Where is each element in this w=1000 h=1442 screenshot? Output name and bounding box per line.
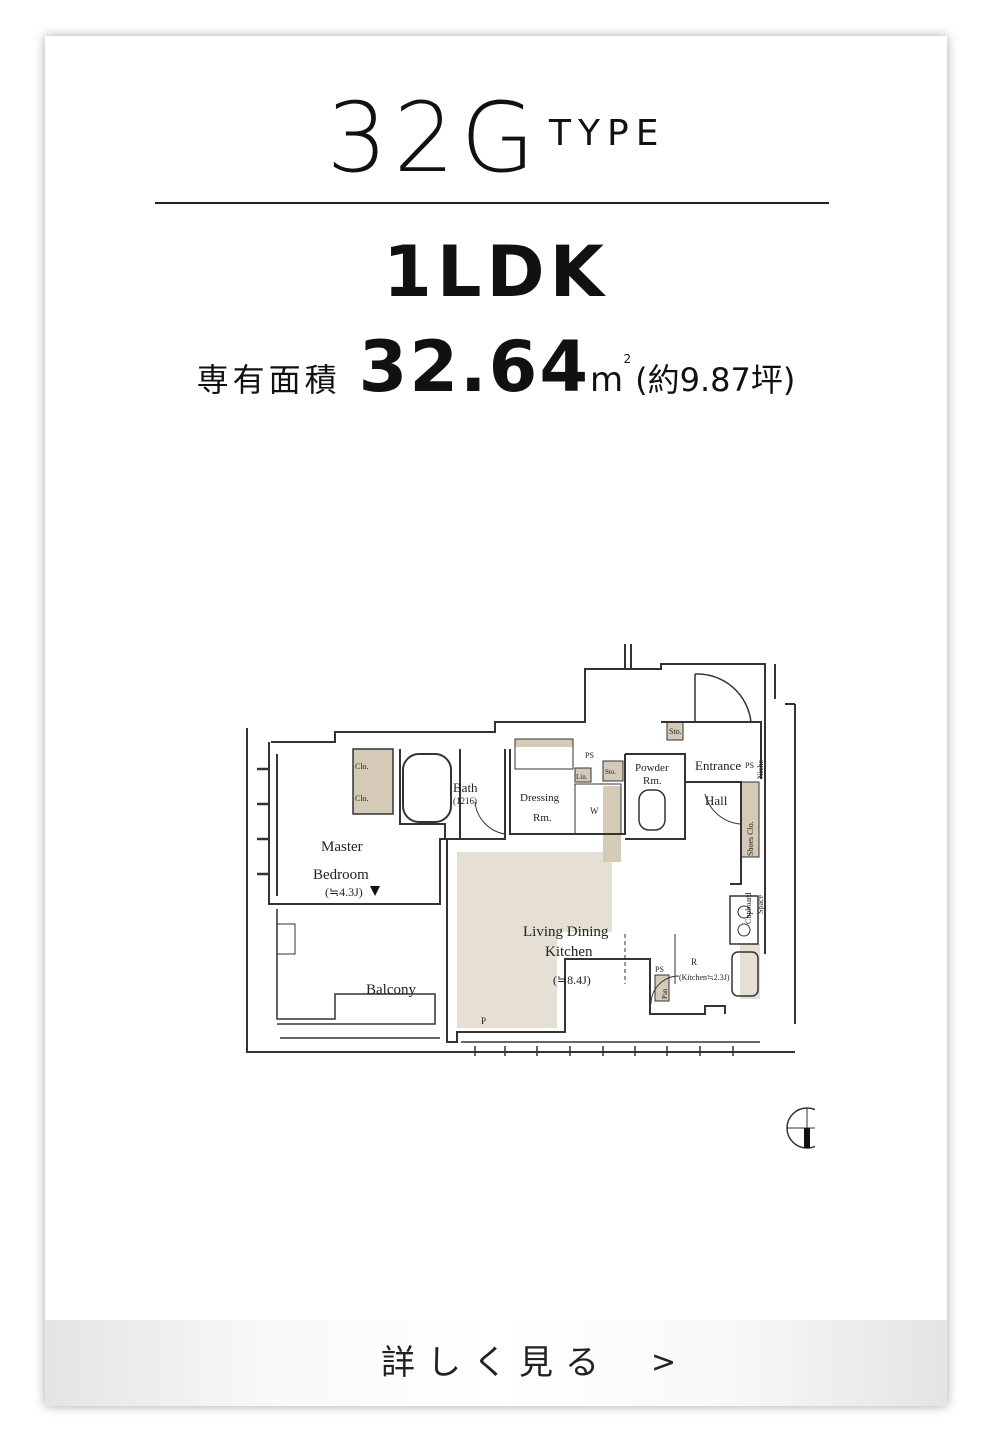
- stove: [729, 895, 759, 945]
- area-value: 32.64: [358, 326, 591, 408]
- bath-wall: [459, 749, 506, 840]
- exterior-wall: [271, 663, 766, 954]
- kitchen-counter-fill: [740, 944, 760, 999]
- ldk-walls: [446, 839, 726, 1043]
- site-boundary: [246, 728, 795, 1053]
- powder-room: [625, 753, 686, 840]
- label-w: W: [590, 806, 599, 816]
- view-details-label: 詳しく見る: [381, 1343, 611, 1383]
- label-kitchen-size: (Kitchen≒2.3J): [679, 973, 730, 982]
- bedroom-wall: [268, 742, 277, 905]
- label-ps-hall: PS: [745, 761, 754, 770]
- label-bath: Bath: [453, 780, 478, 795]
- bedroom-south-wall: [277, 838, 460, 905]
- label-entrance: Entrance: [695, 758, 741, 773]
- balcony-outline: [276, 909, 436, 1025]
- label-balcony: Balcony: [366, 982, 416, 998]
- hall-walls: [685, 781, 742, 885]
- bath-partition: [399, 749, 446, 839]
- right-edge: [774, 664, 795, 705]
- chevron-right-icon: >: [651, 1345, 677, 1380]
- burner-1: [737, 905, 751, 919]
- type-number: 32G: [326, 82, 542, 194]
- divider: [155, 202, 829, 204]
- bath-door: [474, 801, 506, 835]
- washbasin: [514, 738, 574, 770]
- sto-powder-fill: [602, 760, 624, 782]
- w-fill: [603, 786, 621, 862]
- ldk-fill: [457, 852, 612, 932]
- label-bedroom-size: (≒4.3J): [325, 885, 363, 899]
- label-sto-entrance: Sto.: [669, 727, 682, 736]
- area-tsubo: (約9.87坪): [635, 361, 796, 399]
- pan-fill: [654, 974, 670, 1002]
- dressing-shelf-fill: [515, 739, 573, 747]
- pantry-door: [650, 975, 680, 1005]
- label-pan: Pan: [661, 988, 669, 999]
- label-ldk-1: Living Dining: [523, 924, 609, 940]
- label-niche: Niche: [756, 759, 765, 779]
- view-details-button[interactable]: 詳しく見る >: [45, 1320, 947, 1406]
- entry-marker: [370, 886, 380, 904]
- label-p: P: [481, 1016, 486, 1026]
- ldk-fill-lower: [457, 932, 557, 1028]
- label-shoes-clo: Shoes Clo.: [746, 821, 755, 856]
- label-ps-kitchen: PS: [655, 965, 664, 974]
- label-ps-top: PS: [585, 751, 594, 760]
- label-cupboard-space: Space: [756, 894, 765, 914]
- label-bedroom: Bedroom: [313, 867, 369, 883]
- label-clo-2: Clo.: [355, 794, 369, 803]
- label-r: R: [691, 957, 697, 967]
- label-cupboard: Cupboard: [744, 892, 753, 924]
- vent-pipe: [624, 644, 632, 669]
- label-master: Master: [321, 839, 363, 855]
- type-word: TYPE: [549, 113, 666, 154]
- closet-fill: [352, 748, 394, 815]
- label-ldk-size: (≒8.4J): [553, 973, 591, 987]
- washer: [574, 783, 622, 835]
- bathtub: [402, 753, 452, 823]
- window-mullions: [474, 1046, 734, 1056]
- hall-door: [704, 793, 742, 825]
- label-dressing-rm: Rm.: [533, 812, 552, 824]
- dressing-walls: [509, 749, 626, 835]
- label-powder-rm: Rm.: [643, 775, 662, 787]
- floor-plan: Entrance Niche Sto. PS PS PS Lin. Sto. P…: [185, 634, 815, 1154]
- ac-unit: [276, 923, 296, 955]
- window-marks: [257, 767, 269, 876]
- label-hall: Hall: [705, 793, 728, 808]
- area-label: 専有面積: [196, 361, 341, 399]
- entrance-door: [694, 673, 752, 723]
- kitchen-sink: [731, 951, 759, 997]
- label-bath-size: (1216): [453, 796, 477, 806]
- label-dressing: Dressing: [520, 792, 560, 804]
- label-lin: Lin.: [576, 773, 588, 781]
- label-ldk-2: Kitchen: [545, 944, 593, 960]
- lin-fill: [574, 767, 592, 783]
- label-sto-powder: Sto.: [605, 768, 616, 776]
- toilet: [638, 789, 666, 831]
- label-clo-1: Clo.: [355, 762, 369, 771]
- label-powder: Powder: [635, 762, 669, 774]
- layout-type: 1LDK: [383, 231, 609, 313]
- compass-icon: N: [786, 1107, 815, 1154]
- burner-2: [737, 923, 751, 937]
